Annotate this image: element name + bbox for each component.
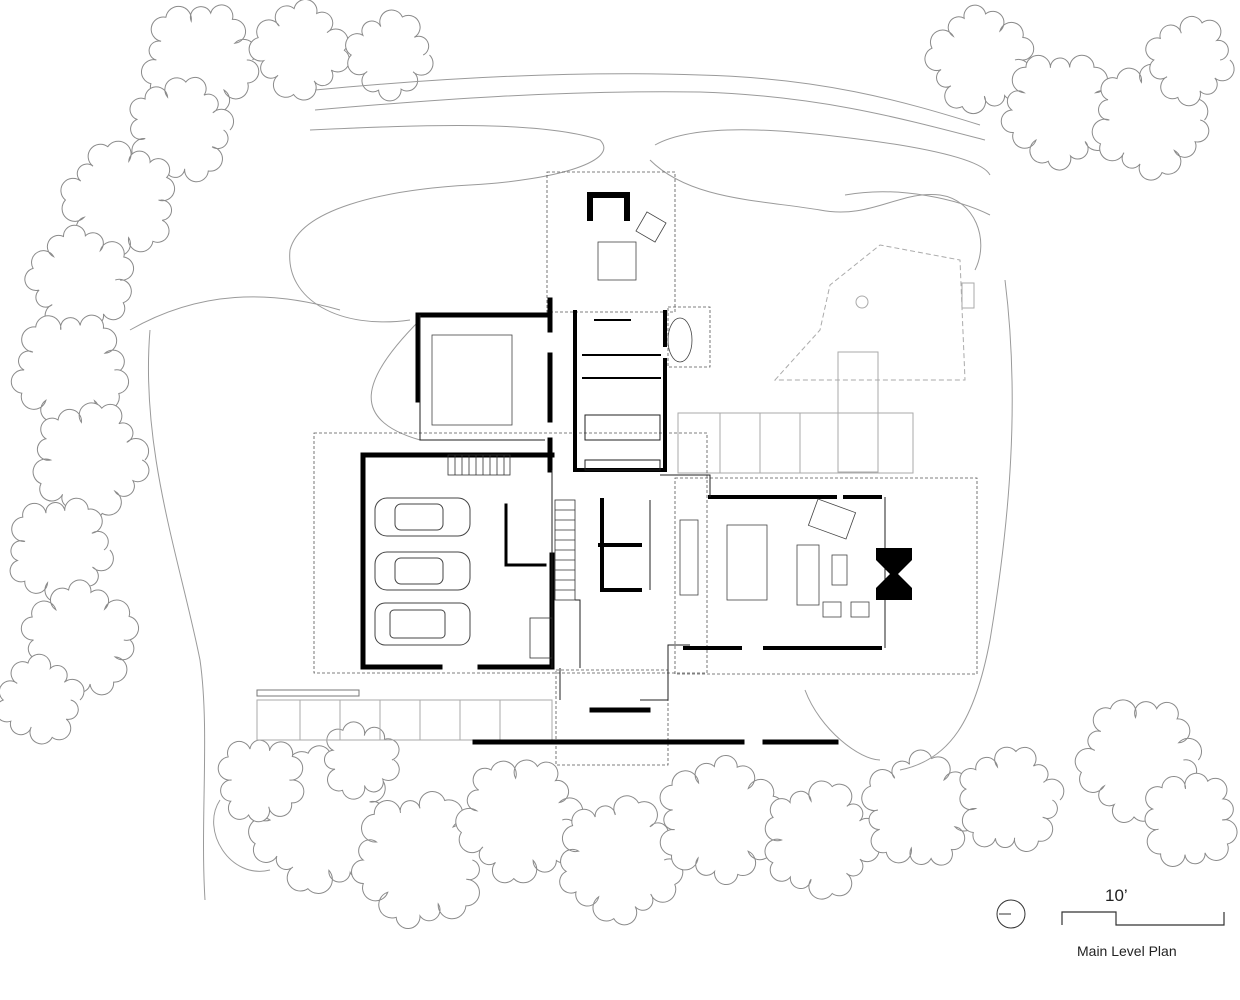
- terrace-outlines: [256, 244, 975, 741]
- fireplace: [876, 548, 912, 600]
- tree-canopy: [248, 0, 350, 101]
- tree-canopy: [924, 4, 1035, 115]
- tree-canopy: [345, 9, 434, 102]
- tree-canopy: [455, 759, 584, 884]
- furniture: [431, 211, 870, 618]
- tree-canopy: [0, 653, 85, 745]
- tree-canopy: [1000, 54, 1119, 171]
- tree-canopy: [129, 76, 234, 183]
- tree-canopy: [32, 402, 150, 521]
- plan-title: Main Level Plan: [1077, 943, 1177, 959]
- scale-bar: [1061, 911, 1225, 926]
- tree-canopy: [9, 497, 114, 604]
- north-arrow-icon: [996, 899, 1026, 929]
- stairs: [447, 454, 576, 659]
- tree-canopy: [24, 224, 135, 335]
- tree-canopy: [764, 780, 880, 900]
- tree-canopy: [559, 795, 685, 926]
- tree-canopy: [60, 140, 176, 257]
- tree-canopy: [217, 739, 305, 823]
- tree-canopy: [861, 749, 980, 866]
- tree-canopy: [959, 746, 1065, 852]
- scale-label: 10’: [1105, 886, 1128, 905]
- cars: [374, 497, 471, 646]
- tree-canopy: [324, 721, 400, 800]
- tree-canopy: [351, 791, 490, 929]
- site-contours: [129, 73, 1013, 901]
- tree-canopy: [659, 754, 785, 886]
- thin-walls: [419, 315, 886, 701]
- roof-overhang-lines: [313, 171, 978, 766]
- trees: [0, 0, 1238, 929]
- walls: [360, 192, 882, 745]
- tree-canopy: [1145, 15, 1235, 107]
- tree-canopy: [1144, 772, 1238, 867]
